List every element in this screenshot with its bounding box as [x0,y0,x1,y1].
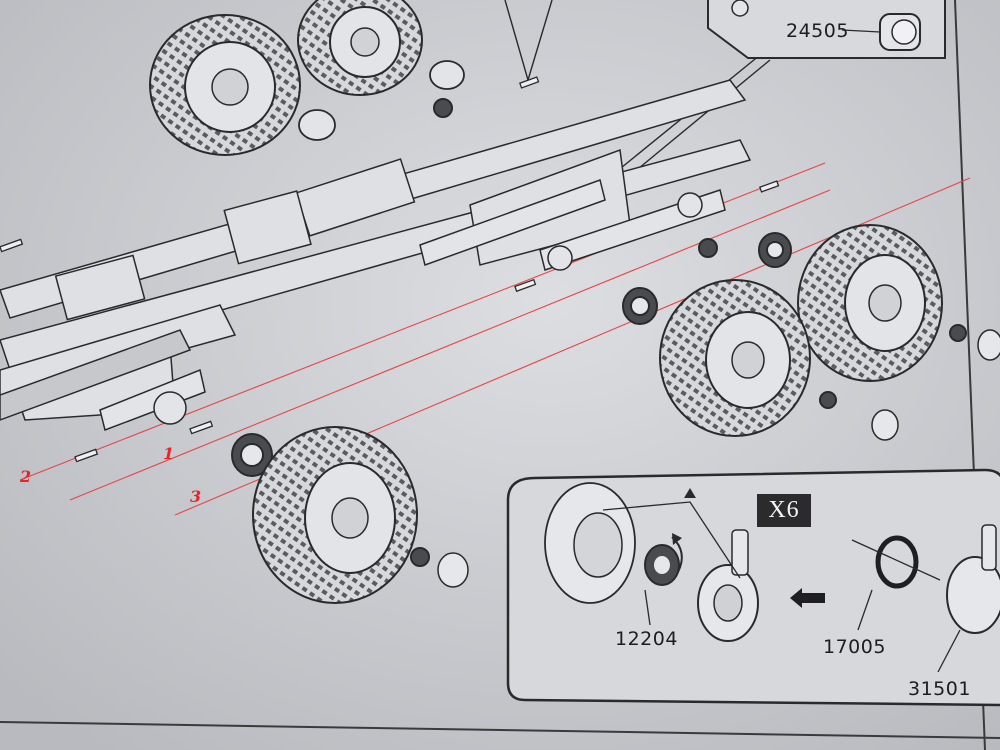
hub-cap-part [879,13,921,51]
wheel-top-middle [297,0,423,96]
detail-multiplier-badge: X6 [757,494,811,527]
hub-nuts [231,98,967,567]
hub-cap-detail [697,529,759,642]
part-number-ring: 17005 [823,636,886,658]
wheel-rear-inner [659,279,811,437]
wheel-rim-detail [544,482,636,604]
hub-nut [698,238,718,258]
page-border-bottom [0,721,1000,739]
detail-leader-lines [602,501,961,673]
hub-nut [410,547,430,567]
step-number-1: 1 [163,444,175,463]
hub-cap-alt-detail [946,524,1000,634]
hub-nut [758,232,792,268]
wheel-top-left [149,14,301,156]
hub-nut [433,98,453,118]
arrow-left-icon [790,588,825,608]
wheel-rear-outer [797,224,943,382]
small-hub-caps [437,329,1000,588]
hub-nut [949,324,967,342]
hub-nut [231,433,273,477]
stud-pins [0,76,780,463]
upper-hub-pieces [298,60,465,141]
step-number-3: 3 [190,487,202,506]
hub-nut [622,287,658,325]
wheel-front [252,426,418,604]
top-callout-box [707,0,946,59]
part-number-nut: 12204 [615,628,678,650]
o-ring-detail [875,535,919,589]
rim-nut-detail [644,544,680,586]
rotate-arrowhead [672,533,682,545]
step-number-2: 2 [20,467,32,486]
triangle-up-icon [684,488,696,498]
part-number-top: 24505 [786,20,849,42]
hub-nut [819,391,837,409]
part-number-cap: 31501 [908,678,971,700]
axles [99,179,726,432]
detail-callout-box [506,468,1000,707]
